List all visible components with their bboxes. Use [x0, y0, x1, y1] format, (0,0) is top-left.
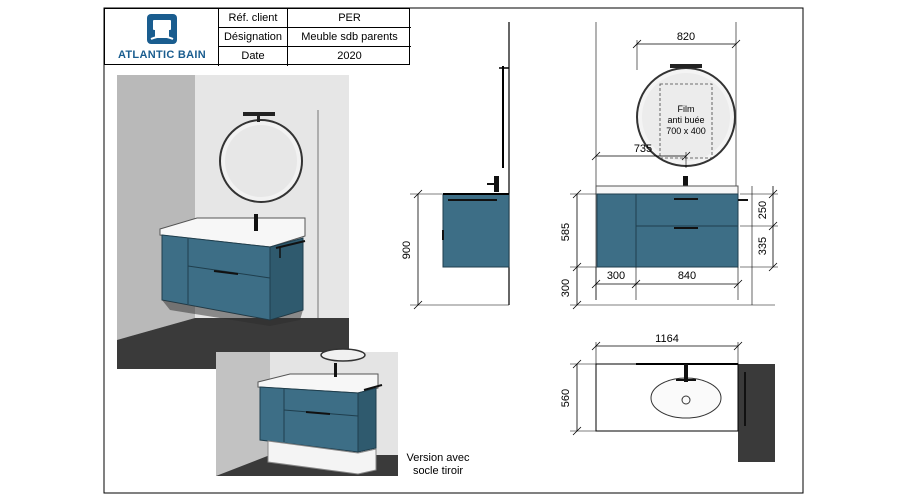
dim-side-total-height: 900 [401, 241, 413, 259]
title-label-ref: Réf. client [219, 9, 288, 27]
dimension-labels: 820 735 900 585 300 250 335 300 840 1164… [401, 31, 769, 407]
logo-icon [147, 14, 177, 44]
mirror-label-line-2: anti buée [667, 115, 704, 125]
dim-front-top: 250 [757, 201, 769, 219]
title-label-date: Date [219, 47, 288, 66]
title-label-designation: Désignation [219, 28, 288, 46]
top-view [570, 341, 775, 462]
dim-top-depth: 560 [560, 389, 572, 407]
logo-wordmark: ATLANTIC BAIN [117, 49, 207, 61]
dim-front-height: 585 [560, 223, 572, 241]
dim-front-right-width: 840 [678, 270, 696, 282]
perspective-render-variant [216, 348, 398, 476]
variant-caption: Version avec socle tiroir [398, 452, 478, 478]
dim-mirror-offset: 735 [634, 143, 652, 155]
title-value-date: 2020 [337, 50, 362, 62]
dim-mirror-width: 820 [677, 31, 695, 43]
title-row-date: Date 2020 [219, 47, 411, 66]
title-block: ATLANTIC BAIN Réf. client PER Désignatio… [104, 8, 411, 66]
front-elevation [570, 22, 778, 310]
dim-top-width: 1164 [655, 333, 679, 345]
title-value-ref: PER [338, 12, 361, 24]
mirror-label-line-1: Film [678, 104, 695, 114]
caption-line-2: socle tiroir [412, 465, 464, 477]
sheet-border [103, 7, 804, 494]
dim-front-left-width: 300 [607, 270, 625, 282]
company-logo: ATLANTIC BAIN [105, 9, 219, 66]
dim-front-plinth: 300 [560, 279, 572, 297]
side-elevation [410, 22, 510, 310]
perspective-render-main [117, 75, 349, 369]
caption-line-1: Version avec [406, 452, 470, 464]
dim-front-drawer: 335 [757, 237, 769, 255]
title-row-ref: Réf. client PER [219, 9, 411, 28]
mirror-label-line-3: 700 x 400 [666, 126, 706, 136]
title-value-designation: Meuble sdb parents [301, 31, 398, 43]
mirror-film-label: Film anti buée 700 x 400 [666, 104, 706, 136]
title-row-designation: Désignation Meuble sdb parents [219, 28, 411, 47]
